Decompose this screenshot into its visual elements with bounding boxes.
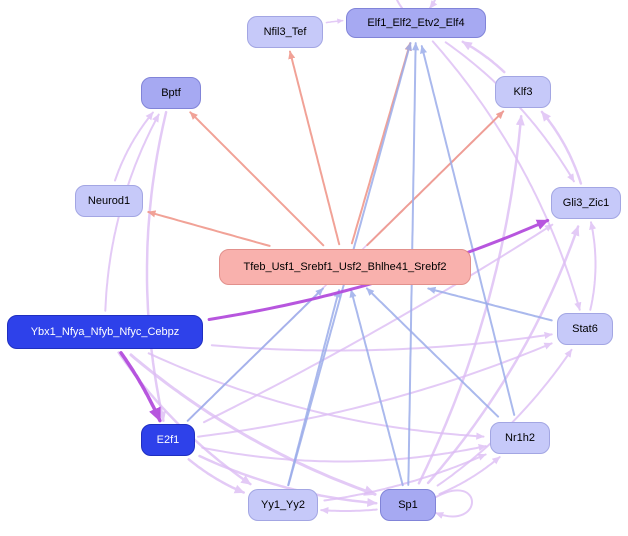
node-label: Nr1h2 bbox=[505, 432, 535, 444]
edge-Ybx1_Nfya_Nfyb_Nfyc_Cebpz-to-E2f1 bbox=[119, 351, 162, 423]
edge-E2f1-to-Nr1h2 bbox=[201, 444, 487, 463]
edge-Sp1-to-Yy1_Yy2 bbox=[320, 506, 378, 515]
edge-Tfeb_Usf1_Srebf1_Usf2_Bhlhe41_Srebf2-to-Nfil3_Tef bbox=[288, 50, 341, 246]
edge-E2f1-to-Yy1_Yy2 bbox=[187, 458, 245, 494]
edge-Nr1h2-to-Elf1_Elf2_Etv2_Elf4 bbox=[420, 45, 516, 416]
edge-Bptf-to-E2f1 bbox=[145, 110, 168, 422]
edge-Ybx1_Nfya_Nfyb_Nfyc_Cebpz-to-Nr1h2 bbox=[147, 352, 485, 440]
edge-Elf1_Elf2_Etv2_Elf4-to-Elf1_Elf2_Etv2_Elf4 bbox=[396, 0, 438, 9]
edge-Elf1_Elf2_Etv2_Elf4-to-Stat6 bbox=[431, 40, 582, 311]
node-gli3-zic1[interactable]: Gli3_Zic1 bbox=[551, 187, 621, 219]
node-tfeb-usf1-srebf1-usf2-bhlhe41-srebf2[interactable]: Tfeb_Usf1_Srebf1_Usf2_Bhlhe41_Srebf2 bbox=[219, 249, 471, 285]
node-label: Stat6 bbox=[572, 323, 598, 335]
edge-E2f1-to-Tfeb_Usf1_Srebf1_Usf2_Bhlhe41_Srebf2 bbox=[186, 287, 324, 422]
node-label: Klf3 bbox=[513, 86, 533, 98]
node-label: Tfeb_Usf1_Srebf1_Usf2_Bhlhe41_Srebf2 bbox=[243, 261, 447, 273]
node-sp1[interactable]: Sp1 bbox=[380, 489, 436, 521]
edge-Ybx1_Nfya_Nfyb_Nfyc_Cebpz-to-Yy1_Yy2 bbox=[117, 351, 252, 486]
node-nr1h2[interactable]: Nr1h2 bbox=[490, 422, 550, 454]
edge-Yy1_Yy2-to-Nr1h2 bbox=[323, 453, 487, 502]
node-label: Bptf bbox=[161, 87, 181, 99]
edge-Tfeb_Usf1_Srebf1_Usf2_Bhlhe41_Srebf2-to-Klf3 bbox=[366, 110, 505, 247]
node-label: Elf1_Elf2_Etv2_Elf4 bbox=[367, 17, 465, 29]
edge-Nfil3_Tef-to-Elf1_Elf2_Etv2_Elf4 bbox=[325, 18, 344, 24]
node-label: Nfil3_Tef bbox=[263, 26, 307, 38]
node-e2f1[interactable]: E2f1 bbox=[141, 424, 195, 456]
node-label: Neurod1 bbox=[87, 195, 131, 207]
node-label: Ybx1_Nfya_Nfyb_Nfyc_Cebpz bbox=[30, 326, 180, 338]
edge-Ybx1_Nfya_Nfyb_Nfyc_Cebpz-to-Sp1 bbox=[129, 353, 377, 496]
edge-E2f1-to-Gli3_Zic1 bbox=[203, 223, 554, 424]
edge-Sp1-to-Sp1 bbox=[435, 489, 473, 519]
node-neurod1[interactable]: Neurod1 bbox=[75, 185, 143, 217]
edge-Nr1h2-to-Tfeb_Usf1_Srebf1_Usf2_Bhlhe41_Srebf2 bbox=[365, 287, 500, 418]
node-label: Yy1_Yy2 bbox=[260, 499, 306, 511]
edge-Sp1-to-Gli3_Zic1 bbox=[426, 225, 580, 485]
edge-Gli3_Zic1-to-Klf3 bbox=[540, 110, 583, 185]
edge-Sp1-to-Nr1h2 bbox=[438, 456, 501, 495]
node-label: Sp1 bbox=[398, 499, 418, 511]
node-elf1-elf2-etv2-elf4[interactable]: Elf1_Elf2_Etv2_Elf4 bbox=[346, 8, 486, 38]
node-ybx1-nfya-nfyb-nfyc-cebpz[interactable]: Ybx1_Nfya_Nfyb_Nfyc_Cebpz bbox=[7, 315, 203, 349]
node-yy1-yy2[interactable]: Yy1_Yy2 bbox=[248, 489, 318, 521]
edge-Stat6-to-Tfeb_Usf1_Srebf1_Usf2_Bhlhe41_Srebf2 bbox=[427, 286, 553, 322]
edge-E2f1-to-Sp1 bbox=[198, 454, 378, 507]
edge-Elf1_Elf2_Etv2_Elf4-to-Gli3_Zic1 bbox=[444, 41, 575, 183]
node-bptf[interactable]: Bptf bbox=[141, 77, 201, 109]
edge-Neurod1-to-Bptf bbox=[114, 111, 154, 182]
node-stat6[interactable]: Stat6 bbox=[557, 313, 613, 345]
edge-Tfeb_Usf1_Srebf1_Usf2_Bhlhe41_Srebf2-to-Bptf bbox=[189, 111, 325, 247]
node-label: E2f1 bbox=[156, 434, 180, 446]
edge-Stat6-to-Gli3_Zic1 bbox=[589, 221, 597, 311]
edge-Sp1-to-Tfeb_Usf1_Srebf1_Usf2_Bhlhe41_Srebf2 bbox=[349, 289, 404, 487]
node-klf3[interactable]: Klf3 bbox=[495, 76, 551, 108]
node-label: Gli3_Zic1 bbox=[562, 197, 610, 209]
edge-Tfeb_Usf1_Srebf1_Usf2_Bhlhe41_Srebf2-to-Neurod1 bbox=[147, 210, 271, 247]
edge-E2f1-to-Stat6 bbox=[197, 342, 553, 438]
node-nfil3-tef[interactable]: Nfil3_Tef bbox=[247, 16, 323, 48]
edge-Klf3-to-Elf1_Elf2_Etv2_Elf4 bbox=[461, 40, 506, 74]
